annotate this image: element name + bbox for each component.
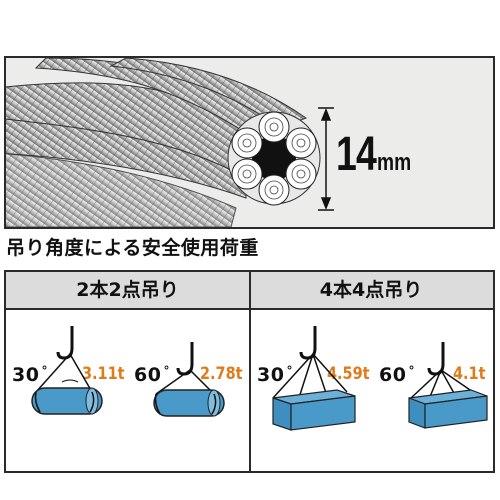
load-value: 2.78t bbox=[200, 364, 243, 384]
box-lift-icon bbox=[272, 326, 356, 431]
angle-label: 30° bbox=[257, 364, 293, 386]
cylinder-lift-icon bbox=[31, 326, 103, 415]
angle-label: 60° bbox=[379, 364, 415, 386]
load-value: 4.1t bbox=[453, 364, 486, 384]
cell-2pt-60: 60° 2.78t bbox=[128, 310, 250, 473]
header-2-point: 2本2点吊り bbox=[76, 279, 179, 301]
table-divider bbox=[249, 272, 251, 473]
box-lift-icon bbox=[408, 342, 488, 429]
angle-label: 30° bbox=[12, 364, 48, 386]
cell-4pt-30: 30° 4.59t bbox=[251, 310, 373, 473]
load-value: 3.11t bbox=[82, 364, 125, 384]
cell-2pt-30: 30° 3.11t bbox=[6, 310, 128, 473]
section-title: 吊り角度による安全使用荷重 bbox=[6, 237, 259, 259]
diameter-label: 14 mm bbox=[336, 130, 420, 180]
angle-label: 60° bbox=[134, 364, 170, 386]
header-4-point: 4本4点吊り bbox=[319, 279, 423, 301]
wire-rope-panel: 14 mm bbox=[4, 56, 495, 229]
wire-rope-illustration bbox=[6, 58, 334, 227]
cylinder-lift-icon bbox=[153, 342, 225, 417]
diameter-value: 14 bbox=[336, 128, 377, 181]
load-table: 2本2点吊り 4本4点吊り 30° 3.11t 60° 2.78t 30° 4.… bbox=[4, 270, 495, 473]
diameter-dimension-line bbox=[318, 107, 334, 211]
cell-4pt-60: 60° 4.1t bbox=[373, 310, 495, 473]
rope-cross-section bbox=[227, 111, 321, 206]
load-value: 4.59t bbox=[327, 364, 370, 384]
rope-body bbox=[6, 58, 308, 227]
diameter-unit: mm bbox=[377, 149, 412, 176]
